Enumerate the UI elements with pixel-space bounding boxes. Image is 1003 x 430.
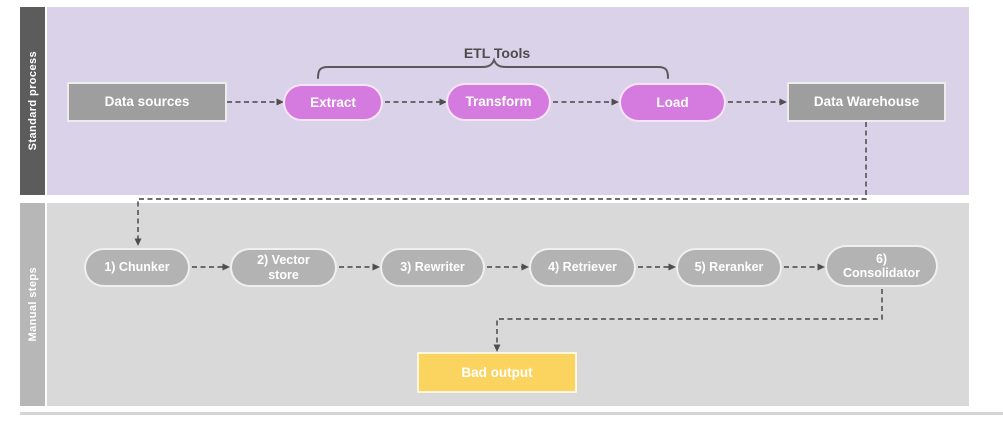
node-bad-output-label: Bad output bbox=[461, 364, 533, 380]
node-data-sources-label: Data sources bbox=[104, 94, 190, 110]
node-rewriter-label: 3) Rewriter bbox=[400, 260, 465, 275]
node-extract-label: Extract bbox=[310, 94, 356, 110]
etl-tools-label: ETL Tools bbox=[463, 45, 531, 61]
node-load: Load bbox=[619, 83, 726, 122]
lane-manual-steps-title: Manual steps bbox=[26, 267, 39, 342]
node-rewriter: 3) Rewriter bbox=[380, 248, 485, 287]
node-transform: Transform bbox=[446, 83, 551, 121]
node-chunker: 1) Chunker bbox=[84, 248, 190, 287]
node-extract: Extract bbox=[283, 84, 383, 121]
node-consolidator: 6) Consolidator bbox=[825, 245, 938, 287]
node-consolidator-label: 6) Consolidator bbox=[842, 251, 921, 280]
node-reranker: 5) Reranker bbox=[676, 248, 782, 287]
node-bad-output: Bad output bbox=[417, 352, 577, 393]
lane-standard-process-title: Standard process bbox=[26, 51, 39, 151]
node-load-label: Load bbox=[656, 94, 689, 110]
node-vector-store-label: 2) Vector store bbox=[257, 253, 310, 282]
node-data-warehouse-label: Data Warehouse bbox=[813, 94, 920, 110]
node-data-sources: Data sources bbox=[67, 82, 227, 122]
node-data-warehouse: Data Warehouse bbox=[787, 82, 946, 122]
node-retriever: 4) Retriever bbox=[529, 248, 636, 287]
lane-manual-steps-header: Manual steps bbox=[20, 203, 45, 406]
node-vector-store: 2) Vector store bbox=[230, 248, 337, 287]
node-chunker-label: 1) Chunker bbox=[104, 260, 170, 275]
lane-standard-process-header: Standard process bbox=[20, 7, 45, 195]
node-reranker-label: 5) Reranker bbox=[694, 260, 764, 275]
page-divider bbox=[20, 412, 1003, 415]
node-retriever-label: 4) Retriever bbox=[548, 260, 617, 275]
node-transform-label: Transform bbox=[465, 94, 532, 110]
